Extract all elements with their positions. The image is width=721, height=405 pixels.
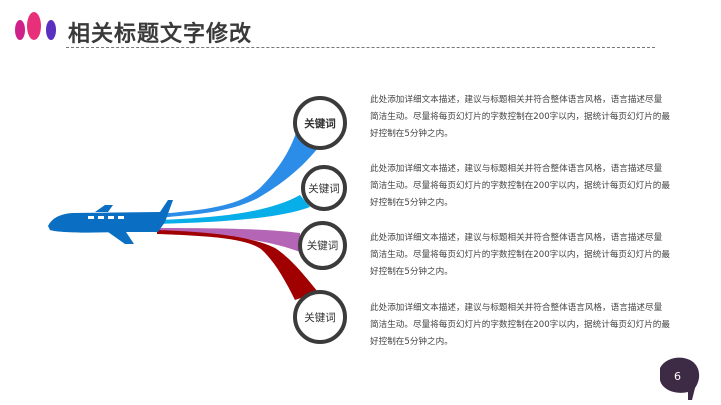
title-divider (66, 47, 655, 48)
ink-splash (660, 357, 700, 400)
page-title: 相关标题文字修改 (68, 22, 253, 47)
description-2: 此处添加详细文本描述，建议与标题相关并符合整体语言风格，语言描述尽量简洁生动。尽… (370, 164, 670, 208)
keyword-circle-2: 关键词 (301, 165, 347, 211)
airplane-icon (48, 200, 173, 244)
ribbon-red (157, 230, 318, 300)
ribbon-purple (157, 228, 300, 252)
keyword-circle-1: 关键词 (293, 96, 347, 150)
description-1: 此处添加详细文本描述，建议与标题相关并符合整体语言风格，语言描述尽量简洁生动。尽… (370, 95, 670, 139)
page-number: 6 (674, 370, 681, 383)
keyword-circle-4: 关键词 (293, 290, 347, 344)
description-3: 此处添加详细文本描述，建议与标题相关并符合整体语言风格，语言描述尽量简洁生动。尽… (370, 233, 670, 277)
description-4: 此处添加详细文本描述，建议与标题相关并符合整体语言风格，语言描述尽量简洁生动。尽… (370, 303, 670, 347)
keyword-circle-3: 关键词 (298, 221, 347, 270)
runners-logo-icon (15, 12, 56, 40)
ribbon-cyan (157, 195, 310, 224)
